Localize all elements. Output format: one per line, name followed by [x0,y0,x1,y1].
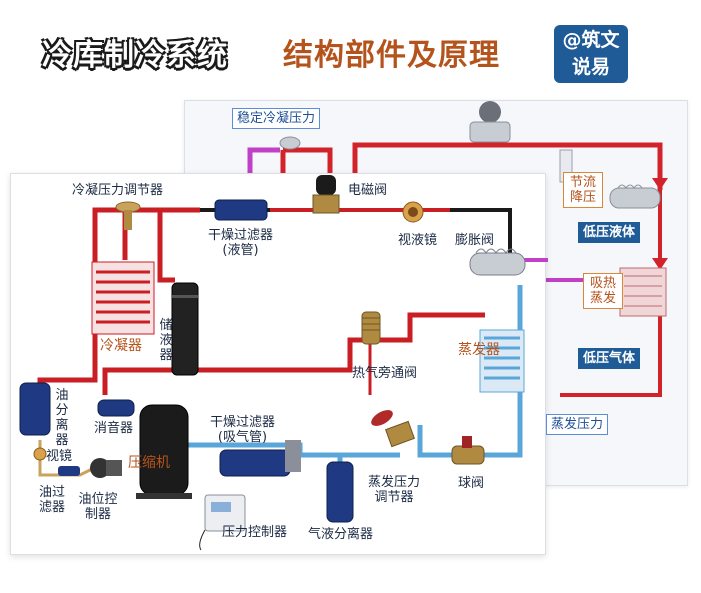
label-ball-valve: 球阀 [458,476,485,491]
back-flow-arrow-2 [652,258,668,270]
condenser-coil-icon [91,261,155,335]
page-title: 冷库制冷系统 [42,38,228,73]
pressure-controller-icon [199,494,246,551]
label-evap-regulator-line2: 调节器 [374,490,414,505]
label-evap-regulator: 蒸发压力 调节器 [368,475,420,505]
receiver-tank-icon [171,282,199,376]
label-throttle-line2: 降压 [569,190,596,205]
back-regulator-icon [279,136,301,150]
label-muffler: 消音器 [94,421,134,436]
label-gas-liquid-separator: 气液分离器 [308,527,374,542]
label-low-pressure-gas: 低压气体 [578,348,641,369]
label-dryer-suction-line2: (吸气管) [217,430,268,445]
label-throttle: 节流 降压 [563,172,603,208]
label-compressor: 压缩机 [128,455,170,471]
dryer-filter-liquid-icon [214,199,268,221]
back-evaporator-icon [619,267,667,317]
badge-line-2: 说易 [571,56,610,78]
oil-sight-glass-icon [33,447,47,461]
label-condense-regulator: 冷凝压力调节器 [72,183,164,198]
sight-glass-icon [402,201,424,223]
front-diagram-panel [10,173,546,555]
label-expansion-valve: 膨胀阀 [455,233,495,248]
back-solenoid-icon [469,101,511,143]
label-oil-filter: 油过滤器 [38,485,65,515]
expansion-valve-icon [469,248,526,276]
label-sight: 视镜 [46,449,73,464]
label-condenser: 冷凝器 [100,338,142,354]
back-expansion-valve-icon [609,184,661,209]
author-badge: @筑文 说易 [554,25,628,83]
label-sight-glass: 视液镜 [398,233,438,248]
label-throttle-line1: 节流 [569,175,596,190]
label-evaporation-pressure: 蒸发压力 [546,414,609,435]
muffler-icon [97,399,135,417]
oil-filter-icon [58,466,80,476]
label-dryer-suction: 干燥过滤器 (吸气管) [210,415,275,445]
label-absorb-line2: 蒸发 [589,291,616,306]
hot-gas-bypass-valve-icon [361,311,381,345]
label-dryer-liquid-line1: 干燥过滤器 [208,228,274,243]
label-dryer-liquid: 干燥过滤器 (液管) [208,228,273,258]
badge-line-1: @筑文 [562,29,620,51]
label-pressure-controller: 压力控制器 [222,525,288,540]
label-low-pressure-liquid: 低压液体 [578,222,641,243]
compressor-icon [136,404,192,499]
back-low-pressure-gas-line [560,300,662,397]
label-stable-condense-pressure: 稳定冷凝压力 [232,108,321,129]
label-solenoid-valve: 电磁阀 [348,183,388,198]
condense-regulator-icon [115,201,141,230]
label-absorb-line1: 吸热 [589,276,616,291]
label-oil-level-controller: 油位控制器 [78,492,118,522]
oil-separator-icon [19,382,51,436]
label-hot-gas-bypass: 热气旁通阀 [352,366,418,381]
gas-liquid-separator-icon [326,461,354,523]
label-dryer-liquid-line2: (液管) [222,243,259,258]
oil-level-controller-icon [90,458,122,478]
label-evap-regulator-line1: 蒸发压力 [368,475,421,490]
evap-pressure-regulator-icon [371,410,415,448]
dryer-filter-suction-icon [219,440,301,477]
front-discharge-line-2 [102,312,485,395]
ball-valve-icon [451,436,485,465]
solenoid-valve-icon [312,175,340,214]
label-evaporator: 蒸发器 [458,342,500,358]
page-subtitle: 结构部件及原理 [283,38,500,73]
label-absorb-evaporate: 吸热 蒸发 [583,273,623,309]
back-bypass-line [247,147,280,175]
label-receiver: 储液器 [159,318,173,363]
label-oil-separator: 油分离器 [55,388,69,448]
evaporator-coil-icon [479,329,525,393]
back-flow-arrow-1 [652,178,668,190]
label-dryer-suction-line1: 干燥过滤器 [210,415,276,430]
